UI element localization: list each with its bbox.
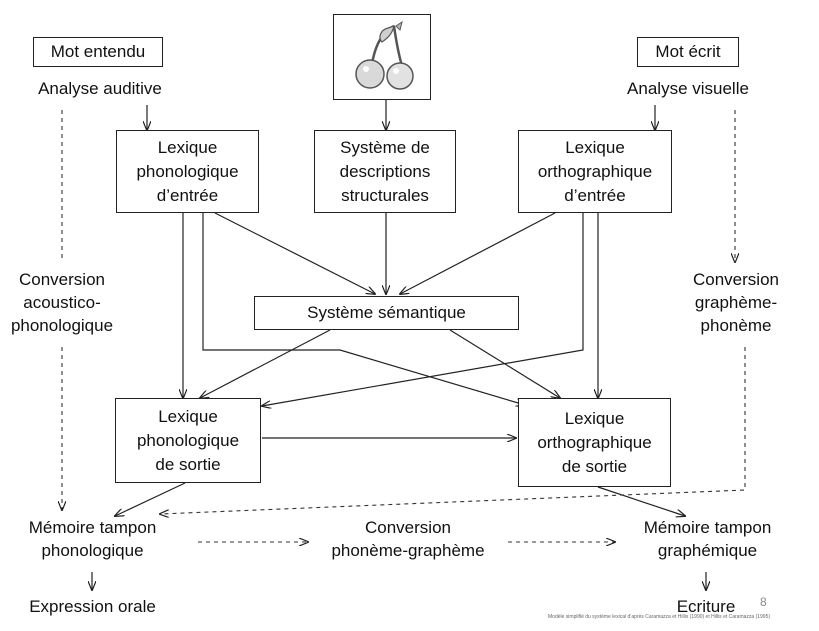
- label-memoire-tampon-phonologique: Mémoire tampon phonologique: [5, 516, 180, 562]
- box-systeme-semantique: Système sémantique: [254, 296, 519, 330]
- text-line: phonème: [700, 316, 772, 335]
- text-line: graphémique: [657, 541, 758, 560]
- box-lexique-phonologique-entree: Lexique phonologique d’entrée: [116, 130, 259, 213]
- text-line: Lexique: [157, 137, 218, 157]
- arrow-lex-phon-in-to-semantic: [214, 212, 375, 294]
- text-line: Conversion: [365, 518, 451, 537]
- text-line: Lexique: [565, 137, 625, 157]
- text-line: Lexique: [158, 406, 218, 426]
- page-number: 8: [760, 595, 767, 609]
- box-lexique-orthographique-entree: Lexique orthographique d’entrée: [518, 130, 672, 213]
- label-ecriture: Ecriture: [676, 597, 736, 616]
- box-lexique-orthographique-sortie: Lexique orthographique de sortie: [518, 398, 671, 487]
- box-mot-entendu: Mot entendu: [33, 37, 163, 67]
- label-conversion-phoneme-grapheme: Conversion phonème-graphème: [310, 516, 506, 562]
- arrow-lex-orth-in-to-semantic: [400, 212, 556, 294]
- text-line: acoustico-: [23, 293, 101, 312]
- text-line: phonologique: [136, 161, 239, 181]
- arrow-lex-orth-in-to-lex-phon-out: [262, 213, 584, 406]
- label-conversion-acoustico-phonologique: Conversion acoustico- phonologique: [2, 268, 122, 337]
- label-analyse-auditive: Analyse auditive: [38, 79, 162, 98]
- text-line: d’entrée: [564, 185, 626, 205]
- text-line: Conversion: [693, 270, 779, 289]
- text-line: phonème-graphème: [331, 541, 485, 560]
- label-memoire-tampon-graphemique: Mémoire tampon graphémique: [620, 516, 795, 562]
- box-mot-entendu-label: Mot entendu: [50, 42, 146, 61]
- box-descriptions-structurales: Système de descriptions structurales: [314, 130, 456, 213]
- text-line: structurales: [341, 185, 429, 205]
- text-line: phonologique: [136, 430, 240, 450]
- text-line: Système sémantique: [307, 303, 466, 322]
- label-conversion-grapheme-phoneme: Conversion graphème- phonème: [676, 268, 796, 337]
- text-line: de sortie: [561, 456, 628, 476]
- text-line: descriptions: [339, 161, 431, 181]
- arrow-semantic-to-lex-phon-out: [200, 329, 331, 398]
- source-caption: Modèle simplifié du système lexical d’ap…: [548, 614, 771, 620]
- text-line: Système de: [340, 137, 430, 157]
- text-line: Mémoire tampon: [28, 518, 157, 537]
- picture-box: [333, 14, 431, 100]
- text-line: orthographique: [537, 161, 653, 181]
- text-line: Mémoire tampon: [643, 518, 772, 537]
- arrow-lex-phon-in-to-lex-orth-out: [202, 213, 525, 405]
- label-analyse-visuelle: Analyse visuelle: [627, 79, 749, 98]
- box-mot-ecrit-label: Mot écrit: [655, 42, 721, 61]
- arrow-lex-orth-out-to-buffer: [597, 486, 685, 516]
- text-line: graphème-: [694, 293, 778, 312]
- text-line: Lexique: [564, 408, 625, 428]
- arrow-lex-phon-out-to-buffer: [115, 482, 186, 516]
- label-expression-orale: Expression orale: [29, 597, 156, 616]
- text-line: Conversion: [19, 270, 105, 289]
- text-line: phonologique: [41, 541, 144, 560]
- text-line: orthographique: [537, 432, 652, 452]
- box-mot-ecrit: Mot écrit: [637, 37, 739, 67]
- text-line: de sortie: [155, 454, 221, 474]
- box-lexique-phonologique-sortie: Lexique phonologique de sortie: [115, 398, 261, 483]
- cherries-icon: [355, 20, 414, 90]
- text-line: phonologique: [10, 316, 114, 335]
- text-line: d’entrée: [156, 185, 219, 205]
